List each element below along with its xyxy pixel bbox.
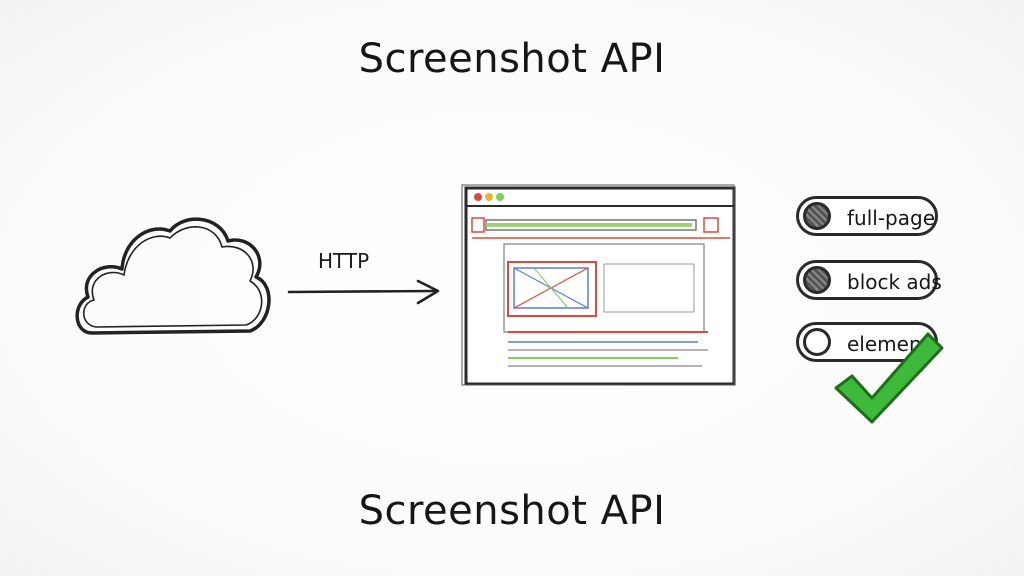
title-top: Screenshot API [358, 36, 666, 82]
cloud-icon [75, 217, 271, 335]
title-bottom: Screenshot API [358, 488, 666, 534]
arrow-right-icon [287, 279, 440, 305]
option-label: full-page [847, 206, 935, 230]
toggle-knob-off[interactable] [803, 328, 831, 356]
browser-window-illustration [461, 184, 736, 386]
http-label: HTTP [318, 249, 370, 273]
toggle-knob-on[interactable] [803, 266, 831, 294]
option-element[interactable]: element [796, 322, 938, 362]
option-block-ads[interactable]: block ads [796, 260, 942, 300]
option-full-page[interactable]: full-page [796, 196, 938, 236]
option-label: block ads [847, 270, 942, 294]
toggle-knob-on[interactable] [803, 202, 831, 230]
checkmark-icon [834, 332, 944, 424]
